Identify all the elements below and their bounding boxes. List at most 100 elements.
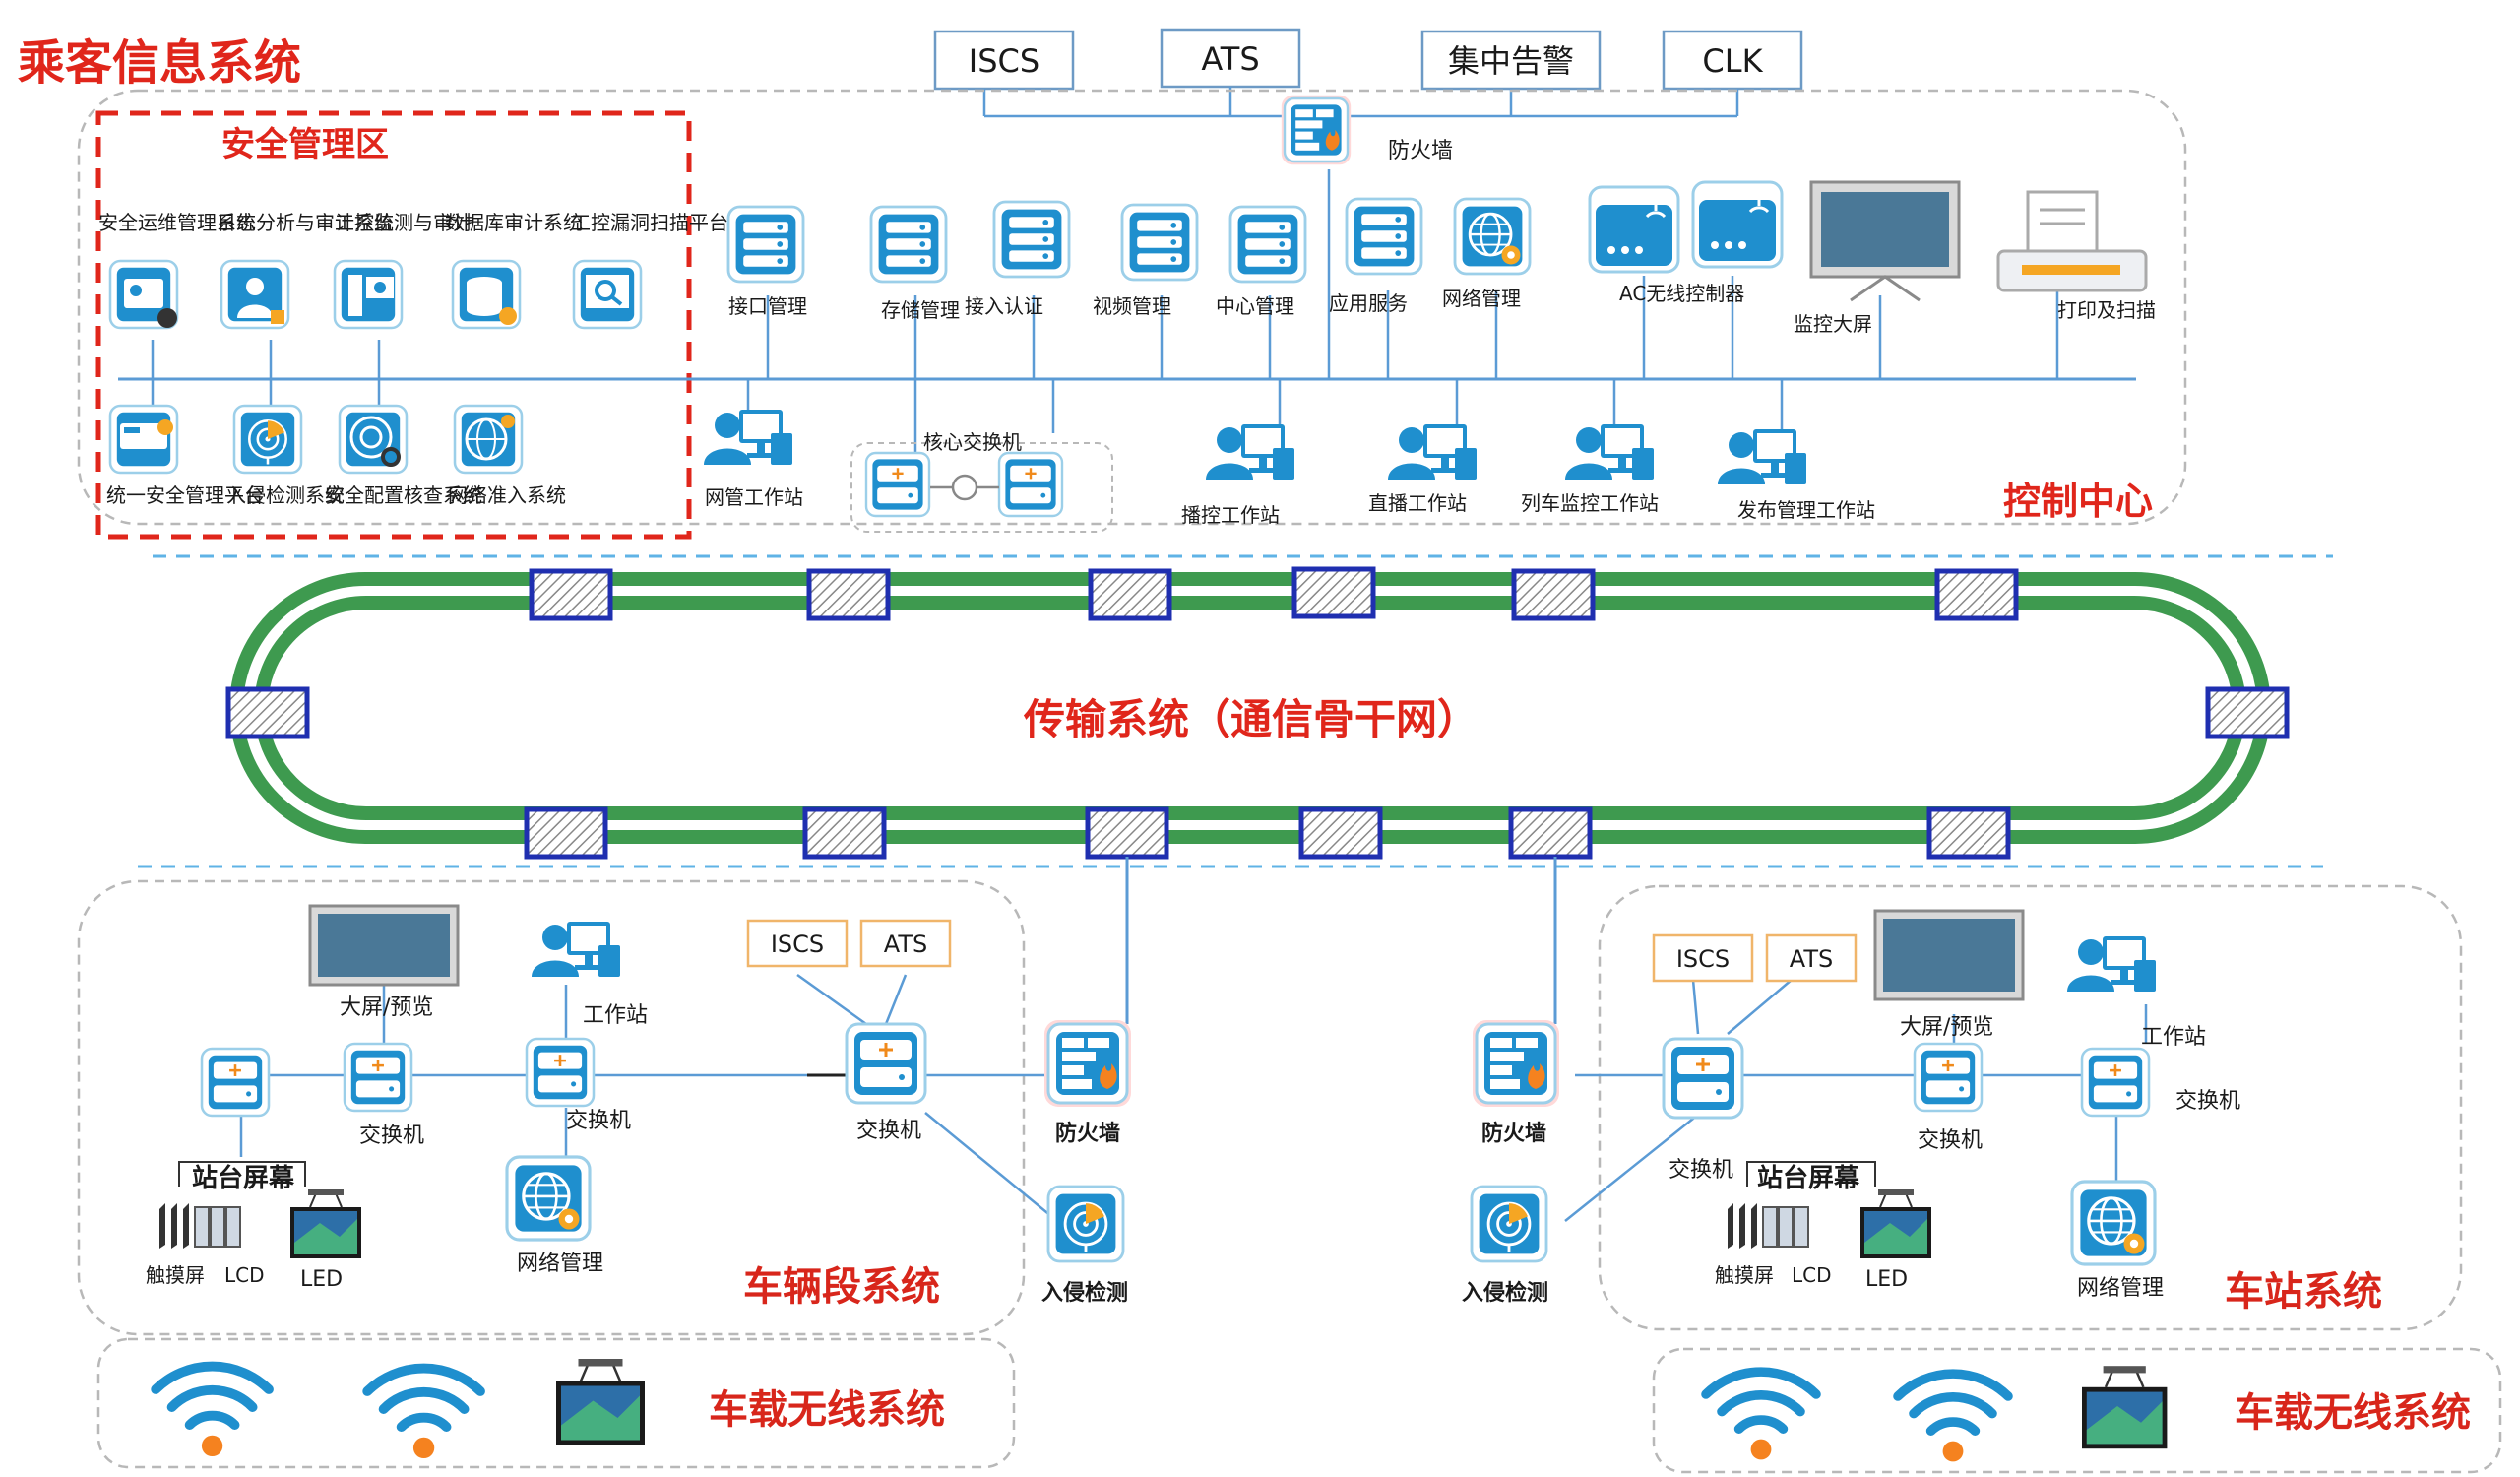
- ring-node-b2: [805, 809, 884, 857]
- ac-controller-1[interactable]: [1588, 185, 1680, 274]
- station-workstation-label: 工作站: [2141, 1025, 2206, 1050]
- core-switch-cluster: [850, 442, 1113, 533]
- ring-node-t4: [1294, 569, 1373, 616]
- depot-core-switch[interactable]: [845, 1022, 927, 1105]
- ws-train-monitor[interactable]: [1565, 424, 1654, 480]
- server-auth-label: 接入认证: [965, 294, 1043, 318]
- depot-boundary: [77, 879, 1026, 1336]
- station-firewall-label: 防火墙: [1481, 1122, 1546, 1146]
- sec-item-ics-label: 工控监测与审计: [335, 211, 472, 234]
- control-center-boundary: [77, 89, 2187, 526]
- ring-node-b4: [1301, 809, 1380, 857]
- printer-icon[interactable]: [1996, 190, 2148, 292]
- server-center-label: 中心管理: [1216, 294, 1294, 318]
- top-system-iscs[interactable]: ISCS: [933, 30, 1075, 91]
- transport-label: 传输系统（通信骨干网）: [1023, 695, 1479, 743]
- top-systems-bus: [982, 87, 1739, 379]
- station-led-label: LED: [1865, 1267, 1908, 1292]
- onboard-left-boundary: [96, 1337, 1016, 1469]
- sec-item-ids[interactable]: [232, 404, 303, 475]
- depot-netmgmt[interactable]: [505, 1155, 592, 1242]
- server-interface[interactable]: [726, 205, 805, 284]
- station-ats[interactable]: ATS: [1765, 933, 1858, 983]
- core-switch-b[interactable]: [997, 451, 1064, 518]
- station-iscs[interactable]: ISCS: [1652, 933, 1754, 983]
- onboard-left-led-icon: [554, 1357, 647, 1446]
- station-screen-label: 大屏/预览: [1900, 1015, 1993, 1040]
- top-system-ats[interactable]: ATS: [1160, 28, 1301, 89]
- depot-switch-right[interactable]: [525, 1037, 596, 1108]
- depot-label: 车辆段系统: [743, 1264, 940, 1310]
- core-switch-label: 核心交换机: [923, 430, 1022, 454]
- depot-switch-mid-label: 交换机: [359, 1124, 424, 1148]
- sec-item-ops[interactable]: [108, 259, 179, 330]
- depot-led-icon: [289, 1188, 362, 1259]
- ws-broadcast-label: 播控工作站: [1181, 503, 1280, 527]
- station-switch-right[interactable]: [2080, 1047, 2151, 1118]
- depot-platform-screens: 站台屏幕 触摸屏 LCD LED: [146, 1161, 362, 1292]
- ring-node-t6: [1937, 571, 2016, 618]
- station-lcd-label: LCD: [1792, 1263, 1832, 1287]
- depot-screen[interactable]: [308, 904, 460, 987]
- depot-firewall-label: 防火墙: [1055, 1122, 1120, 1146]
- sec-item-ics-audit[interactable]: [333, 259, 404, 330]
- security-zone-box: [95, 110, 692, 540]
- depot-switch-left[interactable]: [200, 1047, 271, 1118]
- depot-led-label: LED: [300, 1267, 343, 1292]
- depot-platform-screens-label: 站台屏幕: [192, 1163, 295, 1193]
- station-core-switch[interactable]: [1662, 1037, 1744, 1120]
- monitor-wall-screen[interactable]: [1809, 180, 1961, 302]
- sec-item-log-label: 日志分析与审计系统: [217, 211, 394, 234]
- server-netmgmt[interactable]: [1453, 197, 1532, 276]
- ws-publish[interactable]: [1718, 429, 1806, 484]
- cc-firewall[interactable]: [1280, 94, 1353, 166]
- ws-live[interactable]: [1388, 424, 1477, 480]
- server-video[interactable]: [1120, 203, 1199, 282]
- sec-item-ops-label: 安全运维管理系统: [98, 211, 256, 234]
- depot-firewall[interactable]: [1042, 1018, 1133, 1109]
- depot-iscs[interactable]: ISCS: [746, 919, 849, 968]
- security-top-labels: 安全运维管理系统 日志分析与审计系统 工控监测与审计 数据库审计系统 工控漏洞扫…: [98, 211, 728, 234]
- ws-broadcast[interactable]: [1206, 424, 1294, 480]
- server-auth[interactable]: [992, 200, 1071, 279]
- security-top-items: [108, 259, 643, 330]
- server-app[interactable]: [1345, 197, 1423, 276]
- onboard-right-label: 车载无线系统: [2235, 1390, 2471, 1436]
- control-center-label: 控制中心: [2003, 480, 2153, 523]
- station-ids-label: 入侵检测: [1462, 1280, 1548, 1306]
- core-switch-a[interactable]: [864, 451, 931, 518]
- station-firewall[interactable]: [1471, 1018, 1561, 1109]
- station-switch-mid[interactable]: [1913, 1042, 1984, 1113]
- station-screen[interactable]: [1873, 909, 2025, 1001]
- ws-netmgmt[interactable]: [704, 410, 792, 465]
- depot-switch-mid[interactable]: [343, 1042, 413, 1113]
- sec-item-vuln-scan[interactable]: [572, 259, 643, 330]
- server-storage[interactable]: [869, 205, 948, 284]
- top-system-alarm[interactable]: 集中告警: [1420, 30, 1602, 91]
- depot-touch-lcd-icons: [158, 1202, 241, 1250]
- station-ids[interactable]: [1470, 1185, 1548, 1263]
- ws-train-monitor-label: 列车监控工作站: [1521, 491, 1659, 515]
- sec-item-config[interactable]: [338, 404, 409, 475]
- server-app-label: 应用服务: [1329, 291, 1408, 315]
- depot-ids[interactable]: [1046, 1185, 1125, 1263]
- onboard-right-boundary: [1652, 1347, 2502, 1474]
- depot-workstation[interactable]: [532, 922, 620, 977]
- depot-ats[interactable]: ATS: [859, 919, 952, 968]
- sec-item-db-audit[interactable]: [451, 259, 522, 330]
- top-system-clk-label: CLK: [1702, 42, 1763, 80]
- station-workstation[interactable]: [2067, 936, 2156, 992]
- ac-controller-2[interactable]: [1691, 180, 1784, 269]
- top-systems: ISCS ATS 集中告警 CLK: [933, 28, 1803, 91]
- server-interface-label: 接口管理: [728, 294, 807, 318]
- sec-item-unified[interactable]: [108, 404, 179, 475]
- sec-item-log[interactable]: [220, 259, 290, 330]
- station-netmgmt[interactable]: [2070, 1180, 2157, 1266]
- sec-item-nac[interactable]: [453, 404, 524, 475]
- server-center[interactable]: [1228, 205, 1307, 284]
- depot-iscs-label: ISCS: [771, 931, 824, 958]
- sec-item-db-label: 数据库审计系统: [445, 211, 583, 234]
- onboard-left-wifi-2: [367, 1369, 480, 1459]
- top-system-clk[interactable]: CLK: [1662, 30, 1803, 91]
- onboard-left-wifi-1: [156, 1367, 269, 1457]
